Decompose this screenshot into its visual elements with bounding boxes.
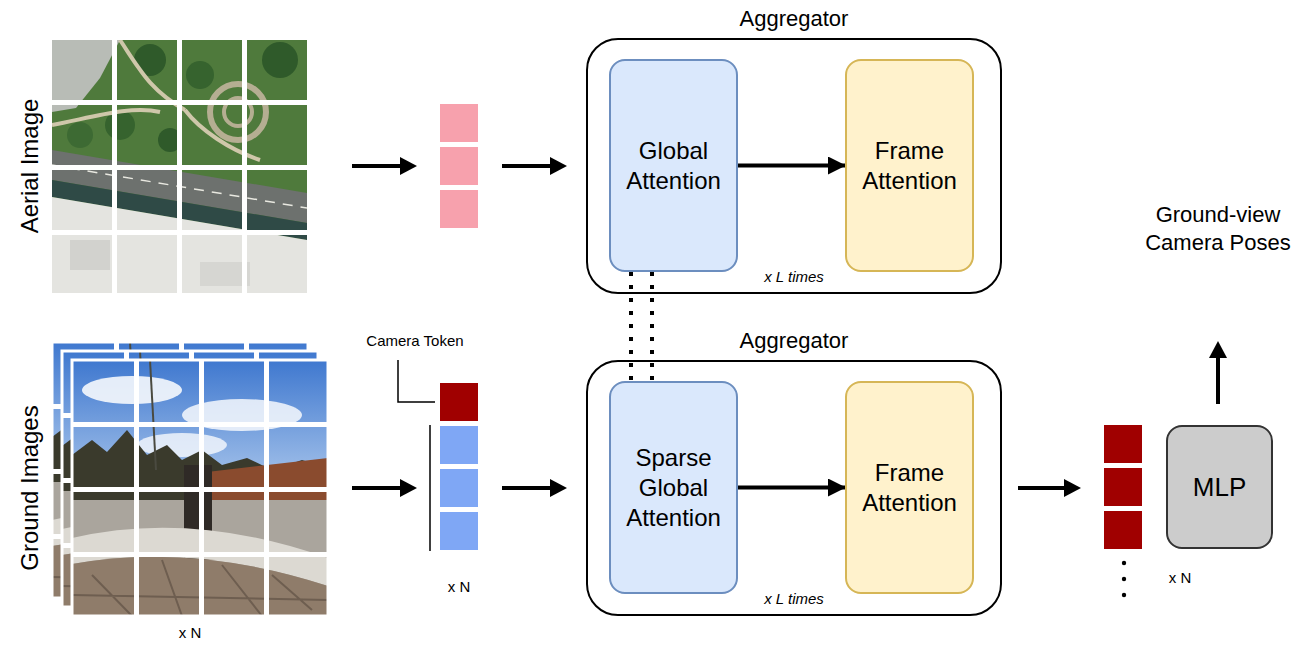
output-camera-tokens (1104, 511, 1142, 549)
output-camera-tokens (1122, 577, 1126, 581)
node-label: MLP (1193, 471, 1246, 504)
node-label: Sparse Global Attention (619, 443, 728, 533)
aerial-image (52, 40, 307, 293)
flow-arrow (550, 479, 567, 497)
dotted-link (650, 272, 654, 381)
ground-tokens (440, 469, 478, 507)
aerial-image (186, 61, 214, 89)
flow-arrow (1216, 356, 1220, 404)
attention-block: Frame Attention (845, 59, 974, 272)
flow-arrow (352, 157, 1227, 497)
aerial-image (52, 40, 307, 293)
ground-tokens (440, 383, 478, 550)
aerial-image (210, 84, 266, 140)
aerial-image (67, 122, 93, 148)
token-callout: Camera Token (366, 332, 463, 351)
flow-arrow (352, 164, 402, 168)
aerial-tokens (440, 190, 478, 228)
output-camera-tokens (1104, 468, 1142, 506)
output-camera-tokens (1122, 593, 1126, 597)
leader-line (398, 360, 435, 551)
aerial-image (262, 42, 298, 78)
attention-block: Sparse Global Attention (609, 381, 738, 594)
aerial-tokens (440, 104, 478, 228)
ground-tokens (440, 512, 478, 550)
attention-block: Frame Attention (845, 381, 974, 594)
flow-arrow (502, 486, 552, 490)
flow-arrow (400, 479, 417, 497)
input-label: Aerial Image (15, 99, 45, 234)
aerial-image (52, 40, 307, 293)
dotted-link (629, 272, 633, 381)
count-note: x N (179, 624, 202, 643)
output-camera-tokens (1104, 425, 1142, 597)
node-label: Frame Attention (855, 136, 964, 196)
aggregator-box: Aggregatorx L timesSparse Global Attenti… (586, 360, 1002, 616)
output-camera-tokens (1104, 425, 1142, 463)
flow-arrow (1064, 479, 1081, 497)
node-label: Global Attention (619, 136, 728, 196)
flow-arrow (1209, 341, 1227, 358)
ground-tokens (440, 383, 478, 421)
aerial-image (52, 165, 307, 170)
ground-images (72, 360, 328, 616)
output-camera-tokens (1122, 561, 1126, 565)
flow-arrow (400, 157, 417, 175)
leader-line (429, 425, 431, 551)
attention-block: Global Attention (609, 59, 738, 272)
aggregator-box: Aggregatorx L timesGlobal AttentionFrame… (586, 38, 1002, 294)
count-note: x N (448, 578, 471, 597)
flow-arrow (352, 486, 402, 490)
node-label: Frame Attention (855, 458, 964, 518)
output-label: Ground-view Camera Poses (1133, 201, 1303, 256)
aerial-tokens (440, 104, 478, 142)
leader-line (398, 360, 435, 402)
aerial-image (70, 240, 110, 270)
flow-arrow (502, 164, 552, 168)
block-title: Aggregator (588, 6, 1000, 32)
ground-images (52, 342, 328, 616)
flow-arrow (738, 486, 845, 490)
input-label: Ground Images (15, 405, 45, 570)
aerial-image (52, 100, 307, 105)
aerial-image (52, 230, 307, 235)
flow-arrow (1018, 486, 1066, 490)
flow-arrow (738, 164, 845, 168)
count-note: x N (1169, 569, 1192, 588)
ground-tokens (440, 426, 478, 464)
block-title: Aggregator (588, 328, 1000, 354)
flow-arrow (550, 157, 567, 175)
aerial-tokens (440, 147, 478, 185)
mlp-box: MLP (1166, 425, 1273, 549)
